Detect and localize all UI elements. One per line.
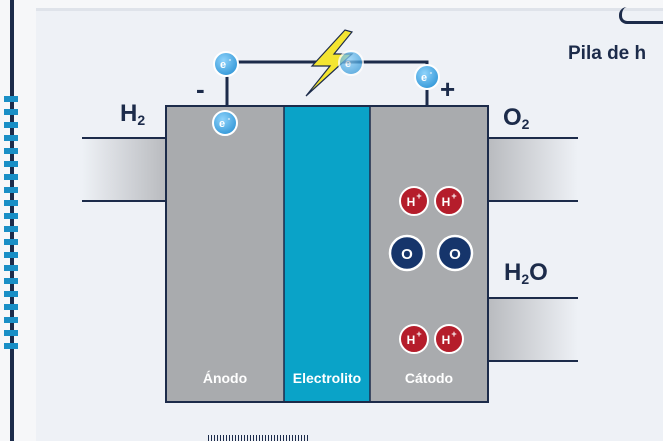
o2-symbol: O <box>503 104 522 131</box>
proton-charge: + <box>416 329 421 339</box>
cathode-label: Cátodo <box>405 370 453 386</box>
lightning-bolt-icon <box>305 29 354 97</box>
h2-symbol: H <box>120 100 138 127</box>
cathode-plus-sign: + <box>440 74 456 104</box>
h2o-subscript: 2 <box>521 271 530 287</box>
electron-particle: e - <box>213 51 239 77</box>
oxygen-particle: O <box>436 234 474 272</box>
barcode-decoration <box>208 435 308 441</box>
electron-particle: e - <box>212 110 238 136</box>
proton-charge: + <box>451 329 456 339</box>
oxygen-particle: O <box>388 234 426 272</box>
h2o-outlet-channel <box>488 298 578 361</box>
electron-label: e <box>421 72 427 84</box>
corner-decoration <box>619 7 663 24</box>
h2-inlet-channel <box>82 138 166 201</box>
anode-label: Ánodo <box>203 370 247 386</box>
electron-particle: e - <box>414 64 440 90</box>
o2-upper-line <box>487 108 578 139</box>
electron-charge: - <box>229 55 232 64</box>
left-tick-decoration <box>4 96 18 350</box>
h2-label: H2 <box>120 100 145 128</box>
electron-label: e <box>345 58 351 70</box>
o2-label: O2 <box>503 104 529 132</box>
electron-label: e <box>220 59 226 71</box>
h2o-h-symbol: H <box>504 259 522 286</box>
oxygen-label: O <box>449 246 461 263</box>
electron-charge: - <box>228 114 231 123</box>
proton-particle: H + <box>434 186 464 216</box>
o2-outlet-channel <box>488 138 578 201</box>
proton-charge: + <box>416 191 421 201</box>
proton-charge: + <box>451 191 456 201</box>
h2o-label: H2O <box>504 259 548 287</box>
electron-particle: e <box>338 50 364 76</box>
o2-subscript: 2 <box>521 116 530 132</box>
electrolyte-region <box>284 106 370 402</box>
electron-label: e <box>219 118 225 130</box>
electrolyte-label: Electrolito <box>293 370 361 386</box>
proton-label: H <box>442 195 451 209</box>
anode-region <box>166 106 284 402</box>
proton-label: H <box>442 333 451 347</box>
top-frame-line <box>36 8 663 11</box>
diagram-title: Pila de h <box>568 43 647 64</box>
cell-outline <box>165 105 489 403</box>
proton-particle: H + <box>434 324 464 354</box>
h2-subscript: 2 <box>137 112 146 128</box>
proton-label: H <box>407 333 416 347</box>
electron-charge: - <box>430 68 433 77</box>
proton-particle: H + <box>399 186 429 216</box>
oxygen-label: O <box>401 246 413 263</box>
proton-label: H <box>407 195 416 209</box>
external-circuit-wire <box>225 60 429 106</box>
anode-minus-sign: - <box>196 74 205 104</box>
h2o-o-symbol: O <box>529 259 548 286</box>
proton-particle: H + <box>399 324 429 354</box>
